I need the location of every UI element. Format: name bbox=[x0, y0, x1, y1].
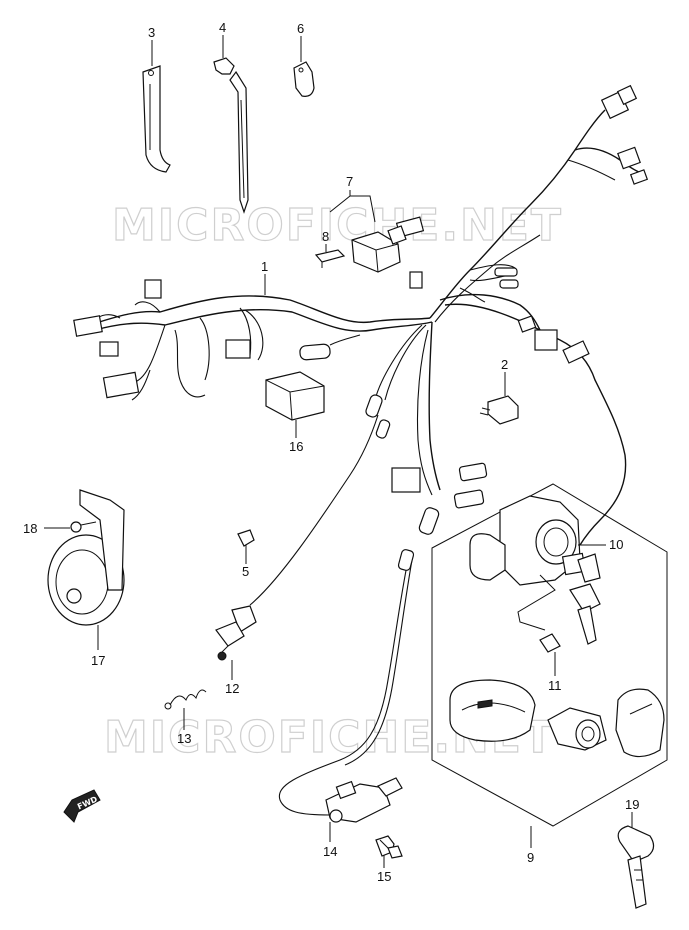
part-8-fuse[interactable] bbox=[314, 249, 346, 268]
part-4-clamp[interactable] bbox=[213, 57, 249, 214]
part-2-relay[interactable] bbox=[479, 395, 519, 425]
callout-19: 19 bbox=[625, 797, 639, 812]
part-15-bolt[interactable] bbox=[375, 835, 403, 859]
part-18-bolt[interactable] bbox=[70, 521, 97, 533]
harness-connectors[interactable] bbox=[73, 84, 649, 572]
part-19-key[interactable] bbox=[617, 825, 655, 909]
callout-13: 13 bbox=[177, 731, 191, 746]
part-16-relay[interactable] bbox=[265, 371, 325, 421]
callout-12: 12 bbox=[225, 681, 239, 696]
callout-7: 7 bbox=[346, 174, 353, 189]
part-9-lock-set[interactable] bbox=[431, 483, 668, 827]
callout-1: 1 bbox=[261, 259, 268, 274]
callout-8: 8 bbox=[322, 229, 329, 244]
callout-15: 15 bbox=[377, 869, 391, 884]
callout-16: 16 bbox=[289, 439, 303, 454]
callout-4: 4 bbox=[219, 20, 226, 35]
part-7-relay[interactable] bbox=[351, 225, 407, 273]
part-17-horn[interactable] bbox=[47, 489, 125, 626]
callout-3: 3 bbox=[148, 25, 155, 40]
part-13-spring[interactable] bbox=[164, 689, 207, 710]
callout-10: 10 bbox=[609, 537, 623, 552]
part-1-wiring-harness[interactable] bbox=[89, 109, 646, 816]
callout-17: 17 bbox=[91, 653, 105, 668]
callout-5: 5 bbox=[242, 564, 249, 579]
callout-14: 14 bbox=[323, 844, 337, 859]
part-6-clip[interactable] bbox=[293, 61, 315, 97]
callout-11: 11 bbox=[548, 678, 562, 693]
callout-6: 6 bbox=[297, 21, 304, 36]
part-5-screw[interactable] bbox=[237, 529, 255, 558]
watermark-top: MICROFICHE.NET bbox=[112, 200, 563, 251]
fwd-arrow-icon: FWD bbox=[63, 789, 101, 823]
leader-7 bbox=[329, 190, 376, 223]
part-3-strap[interactable] bbox=[142, 65, 171, 173]
callout-18: 18 bbox=[23, 521, 37, 536]
callout-2: 2 bbox=[501, 357, 508, 372]
callout-9: 9 bbox=[527, 850, 534, 865]
part-12-switch[interactable] bbox=[215, 605, 257, 661]
part-14-switch[interactable] bbox=[325, 777, 403, 823]
